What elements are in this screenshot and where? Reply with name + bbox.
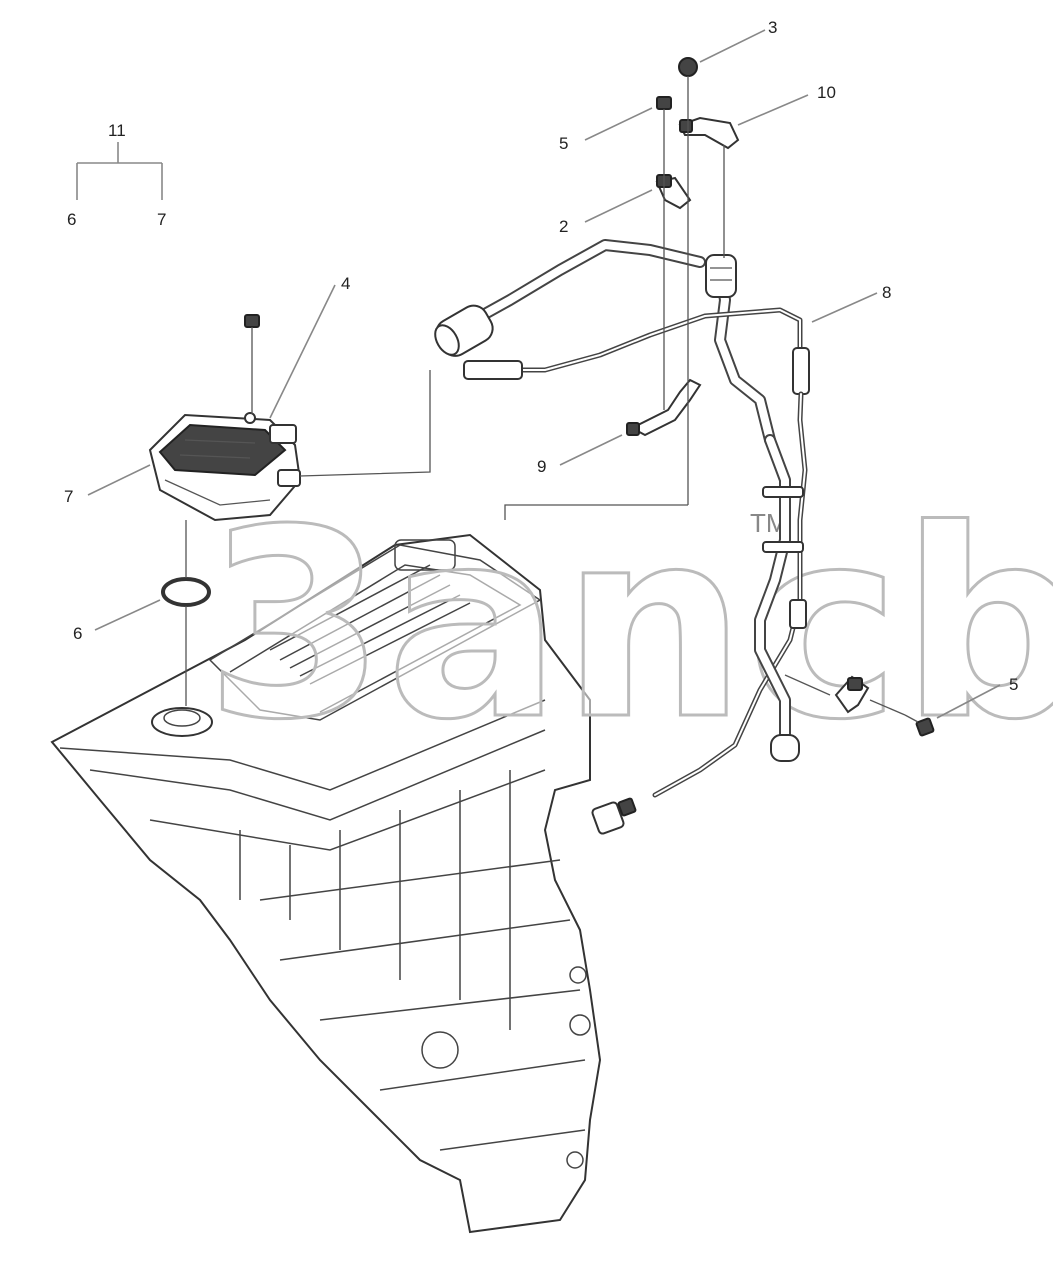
callout-2: 2 xyxy=(559,217,568,236)
o-ring-part-6 xyxy=(161,577,211,607)
center-lines xyxy=(185,76,906,716)
valve-cover-ribs xyxy=(269,564,471,685)
drain-hose xyxy=(754,434,804,762)
bottom-connector xyxy=(591,797,637,835)
clamp-part-10 xyxy=(678,116,740,150)
oil-filler-cap xyxy=(151,707,213,737)
y-joint-hose xyxy=(705,254,776,446)
callout-3: 3 xyxy=(768,18,777,37)
callout-9: 9 xyxy=(537,457,546,476)
engine-block xyxy=(50,533,602,1234)
callout-8: 8 xyxy=(882,283,891,302)
small-tube-part-8 xyxy=(463,307,810,798)
bolt-part-5-right xyxy=(904,714,935,737)
bolt-part-5-top xyxy=(656,96,672,122)
callout-6: 6 xyxy=(73,624,82,643)
clamp-part-9 xyxy=(626,378,702,437)
callout-5-top: 5 xyxy=(559,134,568,153)
breather-separator-part-7 xyxy=(148,412,302,522)
clamp-right xyxy=(834,675,870,714)
callout-10: 10 xyxy=(817,83,836,102)
bolt-part-4 xyxy=(244,314,260,340)
callout-4: 4 xyxy=(341,274,350,293)
callout-7-tree: 7 xyxy=(157,210,166,229)
large-breather-hose xyxy=(434,239,706,357)
callout-7: 7 xyxy=(64,487,73,506)
watermark-text: 3ancb xyxy=(205,475,1053,777)
callout-5-right: 5 xyxy=(1009,675,1018,694)
leader-lines xyxy=(76,29,1001,719)
block-ribs xyxy=(239,770,586,1151)
cap-part-3 xyxy=(678,57,698,77)
callout-6-tree: 6 xyxy=(67,210,76,229)
callout-11: 11 xyxy=(108,121,126,140)
clamp-part-2 xyxy=(655,174,692,210)
